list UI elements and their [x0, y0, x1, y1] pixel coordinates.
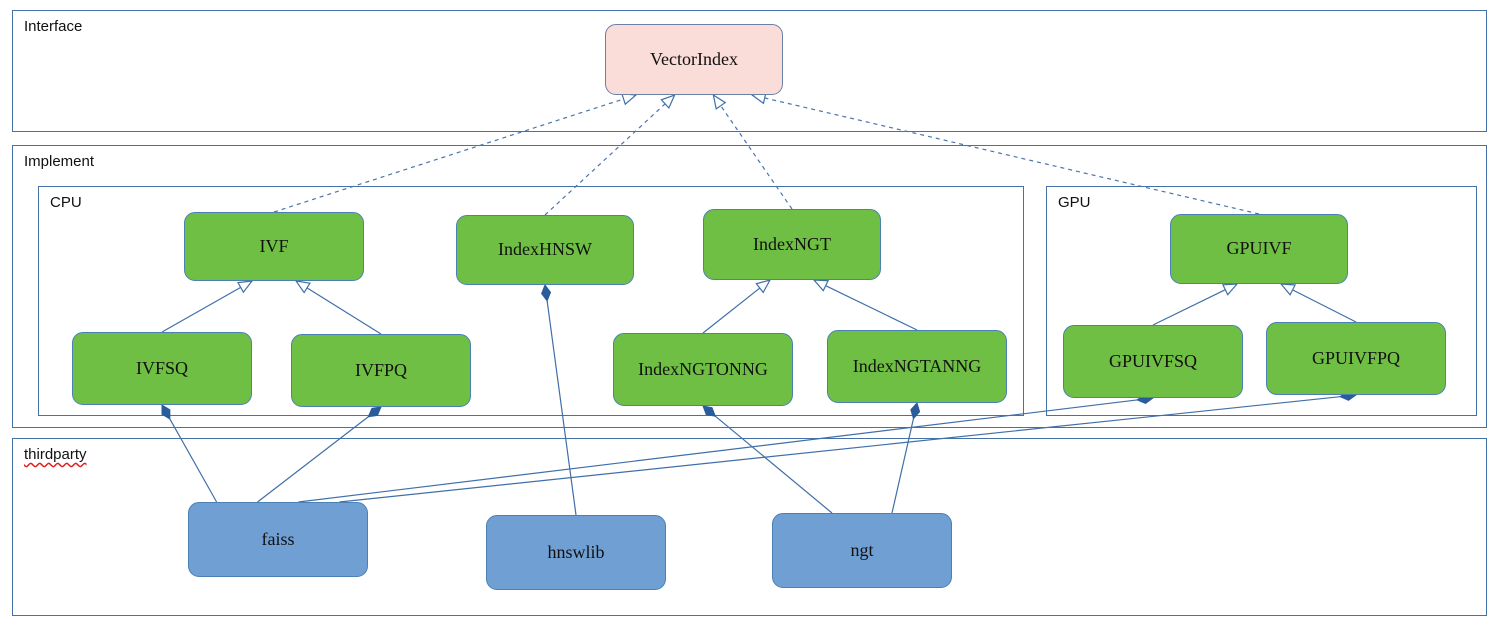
class-node-vectorindex[interactable]: VectorIndex — [605, 24, 783, 95]
class-node-label: IndexNGTONNG — [638, 358, 768, 379]
class-node-label: IndexHNSW — [498, 239, 592, 260]
class-node-label: VectorIndex — [650, 48, 738, 69]
class-node-gpuivfsq[interactable]: GPUIVFSQ — [1063, 325, 1243, 398]
class-node-ivfpq[interactable]: IVFPQ — [291, 334, 471, 407]
class-node-indexngtonng[interactable]: IndexNGTONNG — [613, 333, 793, 406]
class-node-label: ngt — [850, 539, 874, 560]
package-label-implement: Implement — [24, 153, 95, 170]
class-node-indexngt[interactable]: IndexNGT — [703, 209, 881, 280]
class-node-ivf[interactable]: IVF — [184, 212, 364, 281]
class-node-indexhnsw[interactable]: IndexHNSW — [456, 215, 634, 285]
class-node-label: IVFPQ — [354, 359, 407, 380]
class-node-label: IndexNGT — [753, 233, 831, 254]
class-node-gpuivf[interactable]: GPUIVF — [1170, 214, 1348, 284]
class-node-faiss[interactable]: faiss — [188, 502, 368, 577]
class-node-label: IVFSQ — [135, 357, 188, 378]
class-node-label: faiss — [261, 528, 295, 549]
class-node-label: GPUIVFSQ — [1108, 350, 1198, 371]
package-label-cpu: CPU — [50, 194, 82, 211]
class-node-ivfsq[interactable]: IVFSQ — [72, 332, 252, 405]
package-label-interface: Interface — [24, 18, 83, 35]
class-node-label: GPUIVFPQ — [1311, 347, 1401, 368]
class-node-label: GPUIVF — [1226, 238, 1292, 259]
package-label-gpu: GPU — [1058, 194, 1091, 211]
class-node-hnswlib[interactable]: hnswlib — [486, 515, 666, 590]
package-label-thirdparty: thirdparty — [24, 446, 87, 463]
class-node-label: hnswlib — [547, 541, 605, 562]
class-node-gpuivfpq[interactable]: GPUIVFPQ — [1266, 322, 1446, 395]
class-node-indexngtanng[interactable]: IndexNGTANNG — [827, 330, 1007, 403]
class-node-label: IndexNGTANNG — [852, 355, 982, 376]
class-node-label: IVF — [259, 235, 289, 256]
class-node-ngt[interactable]: ngt — [772, 513, 952, 588]
